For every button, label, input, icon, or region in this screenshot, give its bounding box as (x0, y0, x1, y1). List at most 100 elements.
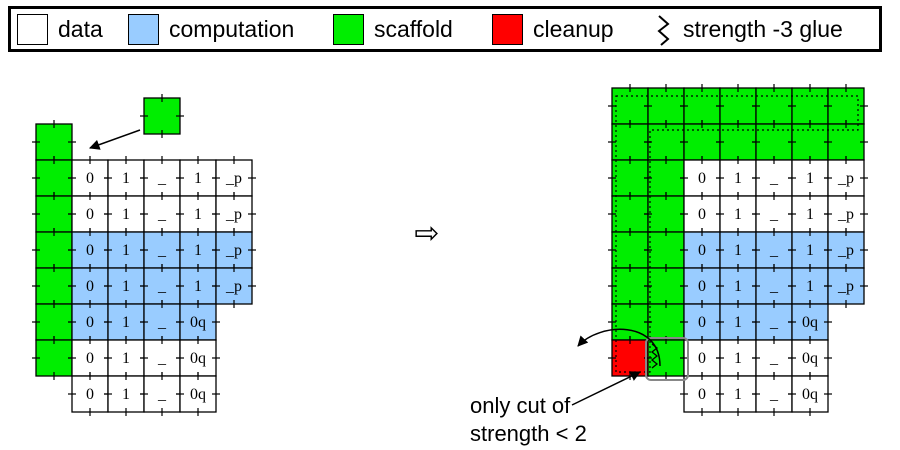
transition-arrow-icon: ⇨ (414, 216, 439, 251)
tile-label: 1 (734, 314, 742, 331)
tile-label: 0 (698, 314, 706, 331)
tile-label: _p (225, 278, 242, 295)
tile-label: _ (769, 314, 779, 331)
tile-label: 0 (86, 314, 94, 331)
tile-label: _p (225, 170, 242, 187)
legend-item-computation: computation (128, 9, 294, 49)
tile-label: 0 (698, 206, 706, 223)
tile-label: 0 (86, 278, 94, 295)
grid-tile (827, 231, 865, 269)
tile-label: 0 (698, 350, 706, 367)
tile-label: 0 (86, 170, 94, 187)
tile-label: 0 (86, 242, 94, 259)
legend-swatch-scaffold (333, 13, 364, 45)
tile-label: _ (157, 170, 167, 187)
legend-item-scaffold: scaffold (333, 9, 453, 49)
scaffold-tile (35, 231, 73, 269)
grid-tile (179, 339, 217, 377)
tile-label: _p (837, 278, 854, 295)
tile-label: _p (837, 242, 854, 259)
scaffold-tile (647, 303, 685, 341)
cleanup-tile (611, 339, 649, 377)
tile-label: 1 (734, 350, 742, 367)
grid-tile (143, 195, 181, 233)
dotted-outline (615, 95, 859, 373)
tile-label: _ (769, 242, 779, 259)
annotation-line-1: only cut of (470, 393, 571, 418)
scaffold-tile (35, 267, 73, 305)
legend-label-glue: strength -3 glue (683, 15, 843, 42)
tile-label: 1 (734, 278, 742, 295)
tile-label: _ (769, 386, 779, 403)
tile-label: 0q (802, 386, 818, 403)
tile-label: 1 (194, 206, 202, 223)
scaffold-tile (35, 159, 73, 197)
grid-tile (719, 159, 757, 197)
tile-label: 1 (734, 206, 742, 223)
tile-label: _ (157, 314, 167, 331)
incoming-scaffold-tile (143, 97, 181, 135)
grid-tile (719, 339, 757, 377)
attach-arrow (89, 129, 141, 150)
tile-label: 0 (698, 278, 706, 295)
detach-arrow (577, 328, 661, 367)
tile-label: 0q (190, 350, 206, 367)
scaffold-tile (35, 303, 73, 341)
legend-item-cleanup: cleanup (492, 9, 614, 49)
cut-highlight (645, 337, 689, 381)
tile-label: 1 (806, 242, 814, 259)
tile-label: 0 (698, 242, 706, 259)
grid-tile (827, 267, 865, 305)
scaffold-tile (791, 87, 829, 125)
legend: data computation scaffold cleanup streng… (8, 6, 882, 52)
grid-tile (143, 339, 181, 377)
grid-tile (791, 375, 829, 413)
tile-label: 1 (122, 278, 130, 295)
tile-label: 1 (734, 386, 742, 403)
legend-item-glue: strength -3 glue (651, 9, 843, 49)
tile-label: _p (225, 206, 242, 223)
tile-label: 0 (86, 350, 94, 367)
tile-label: _p (837, 170, 854, 187)
scaffold-tile (647, 231, 685, 269)
scaffold-tile (35, 339, 73, 377)
tile-label: _ (157, 386, 167, 403)
scaffold-tile (35, 123, 73, 161)
legend-label-cleanup: cleanup (533, 15, 614, 42)
grid-tile (179, 195, 217, 233)
tile-label: 1 (122, 170, 130, 187)
scaffold-tile (719, 87, 757, 125)
tile-label: 1 (806, 278, 814, 295)
scaffold-tile (611, 87, 649, 125)
tile-label: _ (769, 170, 779, 187)
grid-tile (755, 375, 793, 413)
tile-label: 0q (190, 314, 206, 331)
scaffold-tile (683, 87, 721, 125)
grid-tile (827, 159, 865, 197)
tile-label: 1 (734, 170, 742, 187)
tile-label: 1 (806, 170, 814, 187)
tile-label: 0 (86, 206, 94, 223)
legend-swatch-cleanup (492, 13, 523, 45)
grid-tile (107, 303, 145, 341)
grid-tile (143, 159, 181, 197)
tile-label: 1 (122, 314, 130, 331)
scaffold-tile (647, 267, 685, 305)
tile-label: 0q (190, 386, 206, 403)
tile-label: 0 (698, 170, 706, 187)
tile-label: _ (769, 206, 779, 223)
legend-swatch-computation (128, 13, 159, 45)
tile-label: _ (769, 350, 779, 367)
tile-label: 1 (194, 278, 202, 295)
legend-label-scaffold: scaffold (374, 15, 453, 42)
tile-label: _p (225, 242, 242, 259)
tile-label: 0 (698, 386, 706, 403)
annotation-line-2: strength < 2 (470, 421, 587, 446)
scaffold-tile (647, 159, 685, 197)
grid-tile (791, 195, 829, 233)
glue-icon (657, 15, 670, 46)
grid-tile (143, 267, 181, 305)
legend-label-computation: computation (169, 15, 295, 42)
